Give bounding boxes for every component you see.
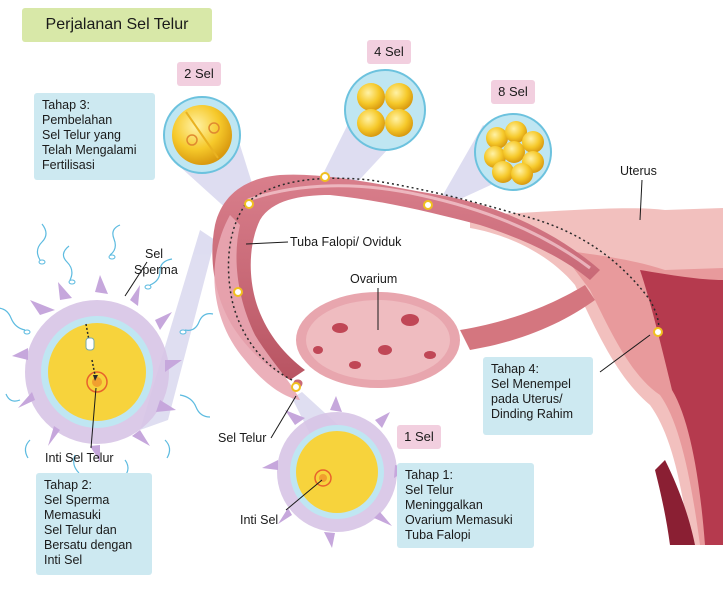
stage-2-line: Memasuki: [44, 508, 101, 522]
sperm-label-line2: Sperma: [134, 263, 178, 277]
single-egg: [262, 396, 410, 548]
stage-2-box: Tahap 2: Sel Sperma Memasuki Sel Telur d…: [36, 473, 152, 575]
sperm-cells: [0, 223, 214, 477]
stage-3-box: Tahap 3: Pembelahan Sel Telur yang Telah…: [34, 93, 155, 180]
uterus-shape: [470, 208, 723, 545]
stage-3-line: Pembelahan: [42, 113, 113, 127]
eight-cell-stage: [474, 113, 552, 191]
stage-2-line: Tahap 2:: [44, 478, 92, 492]
stage-3-line: Telah Mengalami: [42, 143, 137, 157]
page-title: Perjalanan Sel Telur: [22, 8, 212, 42]
egg-label: Sel Telur: [218, 431, 267, 445]
two-cell-stage: [163, 96, 241, 174]
count-tag-2: 2 Sel: [177, 62, 221, 86]
stage-1-line: Sel Telur: [405, 483, 454, 497]
stage-1-box: Tahap 1: Sel Telur Meninggalkan Ovarium …: [397, 463, 534, 548]
stage-1-line: Ovarium Memasuki: [405, 513, 513, 527]
stage-4-line: Sel Menempel: [491, 377, 571, 391]
stage-1-line: Meninggalkan: [405, 498, 483, 512]
count-tag-8: 8 Sel: [491, 80, 535, 104]
count-tag-1: 1 Sel: [397, 425, 441, 449]
stage-1-line: Tahap 1:: [405, 468, 453, 482]
stage-2-line: Bersatu dengan: [44, 538, 133, 552]
sperm-heads: [23, 254, 187, 335]
fertilization-egg: [12, 275, 182, 462]
leader-lines: [90, 179, 651, 511]
stage-4-line: Tahap 4:: [491, 362, 539, 376]
stage-3-line: Sel Telur yang: [42, 128, 121, 142]
nucleus-left-label: Inti Sel Telur: [45, 451, 114, 465]
tube-label: Tuba Falopi/ Oviduk: [290, 235, 402, 249]
count-tag-4: 4 Sel: [367, 40, 411, 64]
stage-4-line: pada Uterus/: [491, 392, 563, 406]
ovary-shape: [296, 285, 595, 388]
stage-2-line: Inti Sel: [44, 553, 83, 567]
ovary-label: Ovarium: [350, 272, 398, 286]
stage-4-box: Tahap 4: Sel Menempel pada Uterus/ Dindi…: [483, 357, 593, 435]
nucleus-bottom-label: Inti Sel: [240, 513, 279, 527]
egg-positions: [233, 172, 663, 392]
uterus-label: Uterus: [620, 164, 657, 178]
sperm-label-line1: Sel: [145, 247, 164, 261]
stage-1-line: Tuba Falopi: [405, 528, 471, 542]
four-cell-stage: [344, 69, 426, 151]
stage-2-line: Sel Sperma: [44, 493, 110, 507]
stage-4-line: Dinding Rahim: [491, 407, 573, 421]
stage-3-line: Tahap 3:: [42, 98, 90, 112]
stage-2-line: Sel Telur dan: [44, 523, 117, 537]
stage-3-line: Fertilisasi: [42, 158, 95, 172]
